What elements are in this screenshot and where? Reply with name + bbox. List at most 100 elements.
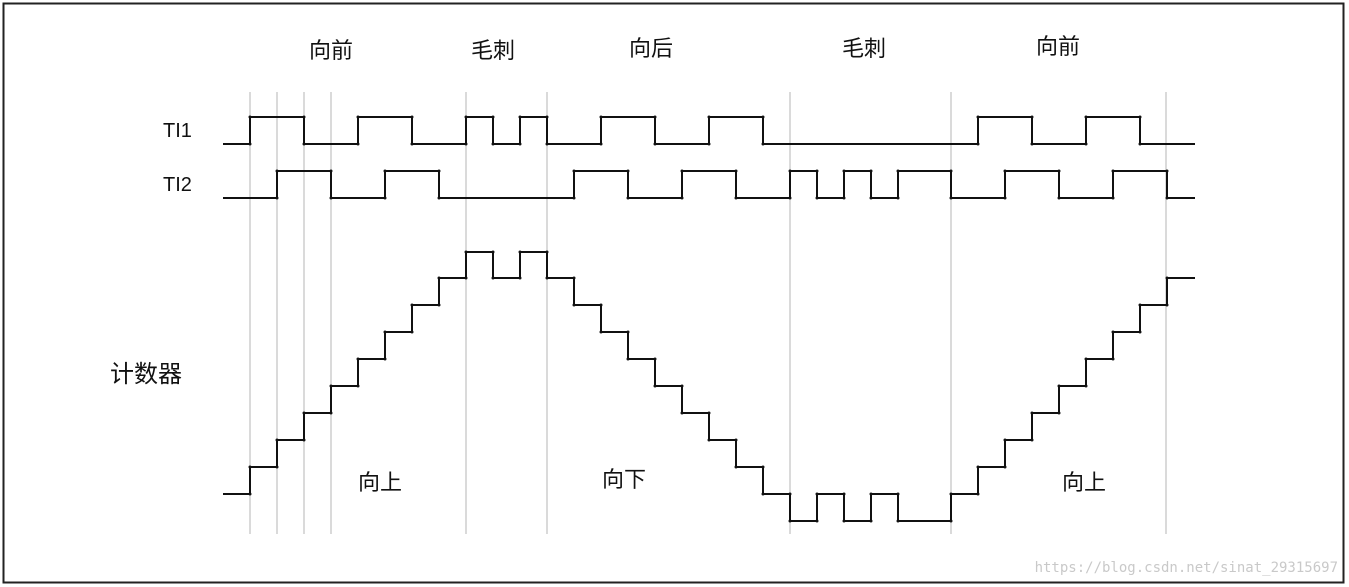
corner-dot bbox=[572, 303, 576, 307]
corner-dot bbox=[599, 330, 603, 334]
corner-dot bbox=[410, 115, 414, 119]
corner-dot bbox=[707, 438, 711, 442]
signal-label-ti1: TI1 bbox=[163, 120, 192, 142]
corner-dot bbox=[815, 492, 819, 496]
corner-dot bbox=[599, 142, 603, 146]
corner-dot bbox=[653, 384, 657, 388]
corner-dot bbox=[707, 142, 711, 146]
corner-dot bbox=[869, 196, 873, 200]
corner-dot bbox=[842, 519, 846, 523]
corner-dot bbox=[410, 303, 414, 307]
corner-dot bbox=[410, 142, 414, 146]
corner-dot bbox=[329, 196, 333, 200]
corner-dot bbox=[545, 276, 549, 280]
corner-dot bbox=[1111, 169, 1115, 173]
corner-dot bbox=[815, 519, 819, 523]
waveform-corner-dots bbox=[248, 115, 1169, 523]
corner-dot bbox=[680, 169, 684, 173]
corner-dot bbox=[464, 276, 468, 280]
corner-dot bbox=[518, 250, 522, 254]
corner-dot bbox=[518, 115, 522, 119]
corner-dot bbox=[356, 115, 360, 119]
corner-dot bbox=[464, 115, 468, 119]
corner-dot bbox=[869, 519, 873, 523]
corner-dot bbox=[734, 438, 738, 442]
corner-dot bbox=[383, 196, 387, 200]
corner-dot bbox=[329, 384, 333, 388]
corner-dot bbox=[1138, 142, 1142, 146]
corner-dot bbox=[707, 115, 711, 119]
phase-label-backward: 向后 bbox=[629, 37, 673, 62]
corner-dot bbox=[1165, 196, 1169, 200]
corner-dot bbox=[734, 196, 738, 200]
corner-dot bbox=[976, 115, 980, 119]
corner-dot bbox=[788, 196, 792, 200]
corner-dot bbox=[464, 250, 468, 254]
corner-dot bbox=[1138, 115, 1142, 119]
corner-dot bbox=[1084, 142, 1088, 146]
corner-dot bbox=[437, 196, 441, 200]
corner-dot bbox=[356, 384, 360, 388]
corner-dot bbox=[815, 169, 819, 173]
corner-dot bbox=[356, 142, 360, 146]
corner-dot bbox=[653, 115, 657, 119]
corner-dot bbox=[1030, 115, 1034, 119]
direction-label-up-1: 向上 bbox=[358, 471, 402, 496]
corner-dot bbox=[896, 492, 900, 496]
ti1-waveform bbox=[223, 116, 1195, 145]
corner-dot bbox=[976, 492, 980, 496]
corner-dot bbox=[1165, 169, 1169, 173]
corner-dot bbox=[761, 115, 765, 119]
guide-lines bbox=[249, 92, 1167, 534]
phase-label-forward-1: 向前 bbox=[309, 39, 353, 64]
corner-dot bbox=[949, 492, 953, 496]
corner-dot bbox=[949, 169, 953, 173]
corner-dot bbox=[949, 519, 953, 523]
corner-dot bbox=[707, 411, 711, 415]
corner-dot bbox=[734, 169, 738, 173]
corner-dot bbox=[491, 115, 495, 119]
corner-dot bbox=[248, 492, 252, 496]
corner-dot bbox=[545, 115, 549, 119]
corner-dot bbox=[572, 276, 576, 280]
corner-dot bbox=[302, 438, 306, 442]
corner-dot bbox=[383, 330, 387, 334]
corner-dot bbox=[734, 465, 738, 469]
corner-dot bbox=[545, 142, 549, 146]
signal-label-ti2: TI2 bbox=[163, 174, 192, 196]
corner-dot bbox=[653, 142, 657, 146]
corner-dot bbox=[761, 465, 765, 469]
corner-dot bbox=[356, 357, 360, 361]
direction-label-up-2: 向上 bbox=[1062, 471, 1106, 496]
corner-dot bbox=[1057, 384, 1061, 388]
corner-dot bbox=[1030, 411, 1034, 415]
direction-label-down: 向下 bbox=[602, 468, 646, 493]
corner-dot bbox=[329, 169, 333, 173]
corner-dot bbox=[275, 196, 279, 200]
corner-dot bbox=[1057, 196, 1061, 200]
corner-dot bbox=[1165, 303, 1169, 307]
corner-dot bbox=[491, 142, 495, 146]
corner-dot bbox=[302, 142, 306, 146]
corner-dot bbox=[302, 411, 306, 415]
corner-dot bbox=[437, 169, 441, 173]
corner-dot bbox=[815, 196, 819, 200]
corner-dot bbox=[275, 465, 279, 469]
corner-dot bbox=[896, 169, 900, 173]
signal-label-counter: 计数器 bbox=[110, 360, 182, 388]
corner-dot bbox=[1111, 196, 1115, 200]
corner-dot bbox=[842, 492, 846, 496]
corner-dot bbox=[680, 196, 684, 200]
watermark: https://blog.csdn.net/sinat_29315697 bbox=[1035, 560, 1338, 576]
corner-dot bbox=[248, 142, 252, 146]
corner-dot bbox=[599, 115, 603, 119]
corner-dot bbox=[788, 519, 792, 523]
corner-dot bbox=[869, 169, 873, 173]
corner-dot bbox=[761, 492, 765, 496]
corner-dot bbox=[1138, 330, 1142, 334]
corner-dot bbox=[1084, 357, 1088, 361]
corner-dot bbox=[1003, 438, 1007, 442]
phase-label-glitch-2: 毛刺 bbox=[842, 37, 886, 62]
